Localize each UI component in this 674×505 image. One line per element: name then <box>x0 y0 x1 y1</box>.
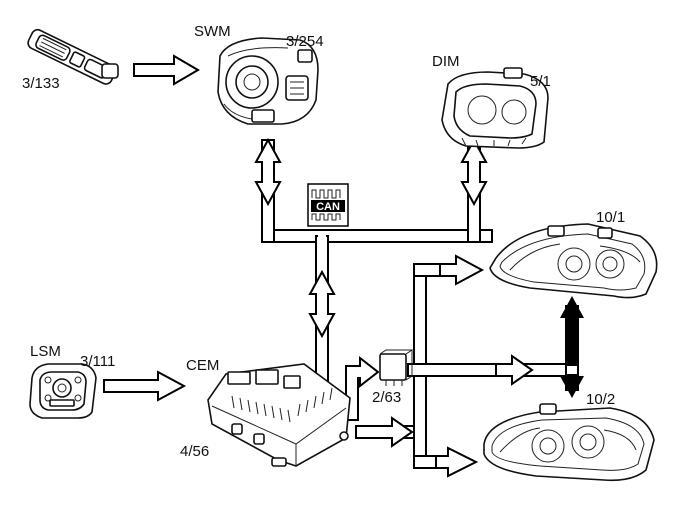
dim-name: DIM <box>432 53 460 70</box>
swm-bus-arrow <box>254 137 282 207</box>
steering-switch-code: 3/133 <box>22 75 60 92</box>
headlamp-lower-code: 10/2 <box>586 391 615 408</box>
can-symbol: CAN <box>307 183 349 227</box>
to-headlamp-lower-arrow <box>435 446 479 478</box>
signal-arrows <box>103 54 200 402</box>
to-headlamp-upper-arrow <box>439 254 485 286</box>
steering-column-switch <box>27 28 119 85</box>
dim-instrument-cluster <box>441 67 549 149</box>
headlamp-upper <box>489 223 658 299</box>
lsm-to-cem-arrow <box>103 370 187 402</box>
cem-out-arrow <box>355 416 414 448</box>
relay-code: 2/63 <box>372 389 401 406</box>
can-bidirectional-arrows <box>254 137 488 339</box>
swm-code: 3/254 <box>286 33 324 50</box>
headlamp-link-arrow <box>560 296 584 398</box>
relay <box>379 349 414 386</box>
lsm-code: 3/111 <box>80 353 115 370</box>
headlamp-upper-code: 10/1 <box>596 209 625 226</box>
switch-to-swm-arrow <box>133 54 200 86</box>
cem-code: 4/56 <box>180 443 209 460</box>
swm-name: SWM <box>194 23 231 40</box>
cem-module <box>207 363 351 467</box>
swm-module <box>217 37 319 125</box>
headlamp-lower <box>483 403 655 482</box>
labels: 3/133 SWM 3/254 DIM 5/1 LSM 3/111 CEM 4/… <box>22 23 625 460</box>
cem-name: CEM <box>186 357 219 374</box>
dim-code: 5/1 <box>530 73 551 90</box>
lsm-name: LSM <box>30 343 61 360</box>
cem-bus-arrow <box>308 269 336 339</box>
dim-bus-arrow <box>460 137 488 207</box>
to-relay-arrow <box>345 355 380 421</box>
lsm-module <box>29 363 97 419</box>
relay-to-link-arrow <box>495 354 534 386</box>
can-label: CAN <box>316 201 340 213</box>
